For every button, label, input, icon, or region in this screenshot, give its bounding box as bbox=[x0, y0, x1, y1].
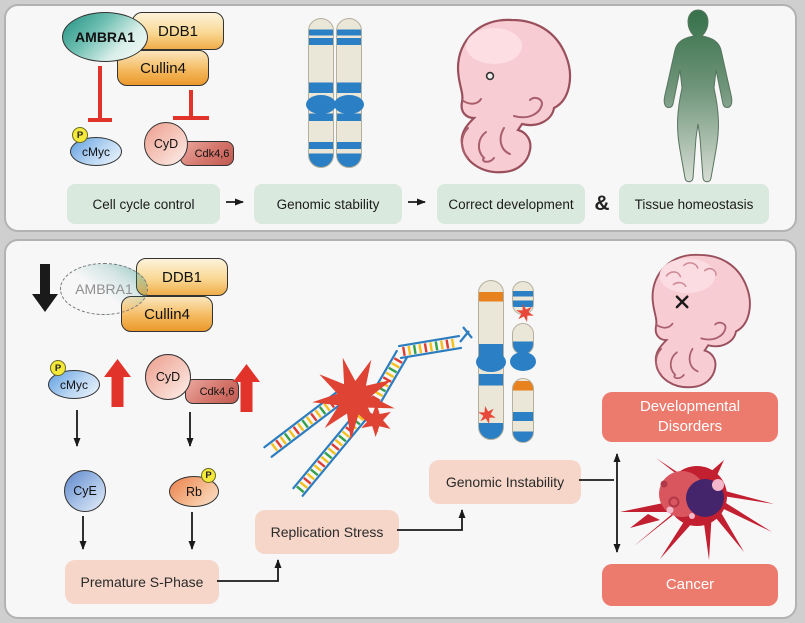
cmyc-label: cMyc bbox=[60, 377, 88, 392]
cancer-box: Cancer bbox=[602, 564, 778, 606]
replication-stress-label: Replication Stress bbox=[270, 524, 384, 540]
chromatid bbox=[336, 18, 362, 168]
x-eye-mark bbox=[675, 295, 689, 309]
embryo-defect-icon bbox=[651, 253, 751, 389]
cyd-label: CyD bbox=[155, 370, 181, 384]
damage-star-icon bbox=[478, 406, 496, 424]
chromosome-icon bbox=[304, 16, 368, 172]
up-arrow-icon bbox=[233, 364, 260, 412]
cdk46-label: Cdk4,6 bbox=[194, 147, 230, 160]
chromatid bbox=[308, 18, 334, 168]
down-arrow-icon bbox=[32, 264, 58, 312]
phospho-badge: P bbox=[50, 360, 66, 376]
cyd-circle: CyD bbox=[145, 354, 191, 400]
cullin4-label: Cullin4 bbox=[144, 305, 190, 323]
ddb1-label: DDB1 bbox=[161, 268, 202, 286]
developmental-disorders-label: Developmental Disorders bbox=[639, 397, 741, 435]
damage-star-icon bbox=[516, 304, 534, 322]
cdk46-label: Cdk4,6 bbox=[199, 385, 235, 398]
phospho-badge: P bbox=[72, 127, 88, 143]
inhibition-shaft bbox=[189, 90, 193, 117]
premature-s-phase-box: Premature S-Phase bbox=[65, 560, 219, 604]
normal-condition-panel: DDB1 Cullin4 AMBRA1 P cMyc Cdk4,6 CyD bbox=[4, 4, 797, 232]
chromatid-fragment bbox=[512, 323, 534, 355]
inhibition-shaft bbox=[98, 66, 102, 119]
flow-step-tissue-homeostasis: Tissue homeostasis bbox=[619, 184, 769, 224]
flow-step-genomic-stability: Genomic stability bbox=[254, 184, 402, 224]
flow-step-label: Genomic stability bbox=[276, 196, 380, 212]
centromere bbox=[476, 352, 506, 372]
ambra1-label: AMBRA1 bbox=[75, 29, 135, 45]
phospho-label: P bbox=[54, 362, 62, 374]
premature-s-phase-label: Premature S-Phase bbox=[80, 574, 204, 590]
up-arrow-icon bbox=[104, 359, 131, 407]
cye-label: CyE bbox=[73, 484, 97, 498]
ddb1-label: DDB1 bbox=[157, 22, 198, 40]
flow-step-label: Correct development bbox=[448, 196, 574, 212]
ambra1-loss-panel: DDB1 Cullin4 AMBRA1 P cMyc Cdk4,6 CyD Cy… bbox=[4, 239, 797, 619]
developmental-disorders-box: Developmental Disorders bbox=[602, 392, 778, 442]
ambra1-ellipse-faded: AMBRA1 bbox=[60, 263, 148, 315]
flow-step-label: Cell cycle control bbox=[92, 196, 195, 212]
flow-step-correct-development: Correct development bbox=[437, 184, 585, 224]
genomic-instability-label: Genomic Instability bbox=[445, 474, 565, 490]
ddb1-box: DDB1 bbox=[132, 12, 224, 50]
centromere bbox=[334, 95, 364, 114]
cancer-label: Cancer bbox=[665, 575, 715, 593]
ambra1-label: AMBRA1 bbox=[75, 281, 133, 297]
cullin4-label: Cullin4 bbox=[140, 59, 186, 77]
genomic-instability-box: Genomic Instability bbox=[429, 460, 581, 504]
centromere bbox=[306, 95, 336, 114]
cancer-cell-icon bbox=[620, 458, 774, 560]
inhibition-crossbar bbox=[88, 118, 112, 122]
rb-label: Rb bbox=[186, 484, 202, 499]
centromere bbox=[510, 352, 536, 371]
cmyc-label: cMyc bbox=[82, 144, 110, 159]
phospho-label: P bbox=[76, 129, 84, 141]
cye-circle: CyE bbox=[64, 470, 106, 512]
human-silhouette-icon bbox=[663, 9, 733, 183]
cullin4-box: Cullin4 bbox=[121, 296, 213, 332]
flow-step-cell-cycle-control: Cell cycle control bbox=[67, 184, 220, 224]
cyd-label: CyD bbox=[153, 137, 179, 151]
ampersand-text: & bbox=[594, 192, 610, 215]
ambra1-ellipse: AMBRA1 bbox=[62, 12, 148, 62]
inhibition-crossbar bbox=[173, 116, 209, 120]
dna-replication-fork-icon bbox=[263, 326, 473, 497]
flow-step-label: Tissue homeostasis bbox=[634, 196, 754, 212]
embryo-icon bbox=[456, 18, 572, 174]
cdk46-box: Cdk4,6 bbox=[185, 379, 239, 404]
phospho-badge: P bbox=[201, 468, 216, 483]
cmyc-ellipse: cMyc bbox=[48, 370, 100, 399]
cdk46-box: Cdk4,6 bbox=[180, 141, 234, 166]
phospho-label: P bbox=[205, 470, 212, 481]
chromatid-damaged bbox=[512, 378, 534, 443]
cyd-circle: CyD bbox=[144, 122, 188, 166]
replication-stress-box: Replication Stress bbox=[255, 510, 399, 554]
damaged-chromosome-icon bbox=[476, 278, 540, 446]
ddb1-box: DDB1 bbox=[136, 258, 228, 296]
